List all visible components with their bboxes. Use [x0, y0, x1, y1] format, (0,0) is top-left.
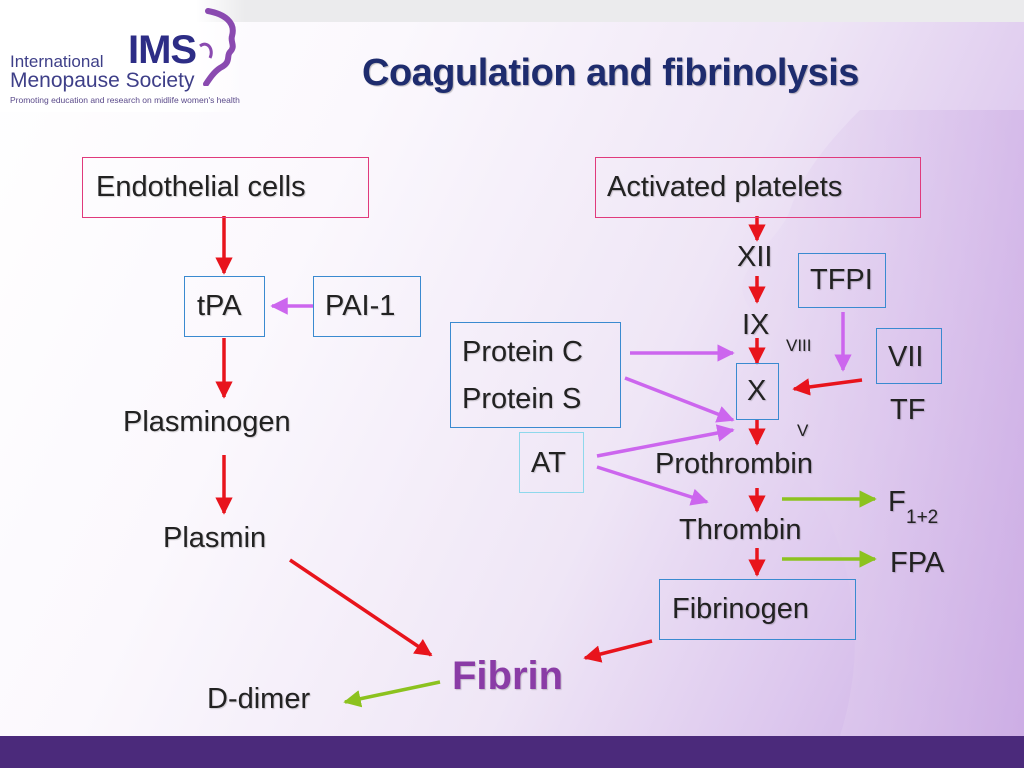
label-f-subscript: 1+2 [906, 507, 939, 528]
label-at: AT [531, 447, 566, 479]
label-ix: IX [742, 309, 770, 341]
x-box [736, 363, 779, 420]
arrow-fibrin-to-ddimer [343, 680, 441, 708]
logo-org-line1: International [10, 52, 104, 71]
at-box [519, 432, 584, 493]
endothelial-cells-box [82, 157, 369, 218]
pai1-box [313, 276, 421, 337]
label-tf: TF [890, 394, 926, 426]
fibrinogen-box [659, 579, 856, 640]
label-plasmin: Plasmin [163, 522, 267, 554]
arrow-fibrinogen-to-fibrin [583, 639, 653, 663]
label-plasminogen: Plasminogen [123, 406, 291, 438]
logo-backdrop [0, 0, 245, 112]
vii-box [876, 328, 942, 384]
logo-tagline: Promoting education and research on midl… [10, 95, 240, 105]
label-tfpi: TFPI [810, 264, 873, 296]
label-fibrin: Fibrin [452, 654, 564, 698]
label-viii: VIII [786, 336, 812, 355]
label-x: X [747, 375, 767, 407]
logo-profile-icon [199, 8, 236, 86]
logo-org-line2: Menopause Society [10, 69, 195, 92]
tfpi-box [798, 253, 886, 308]
logo-acronym: IMS [128, 28, 197, 72]
label-activated-platelets: Activated platelets [607, 171, 843, 203]
slide-title: Coagulation and fibrinolysis [362, 52, 859, 94]
label-pai1: PAI-1 [325, 290, 396, 322]
arrow-vii-to-x [792, 378, 863, 396]
label-fibrinogen: Fibrinogen [672, 593, 810, 625]
label-prothrombin: Prothrombin [655, 448, 813, 480]
activated-platelets-box [595, 157, 921, 218]
label-thrombin: Thrombin [679, 514, 802, 546]
label-vii: VII [888, 341, 924, 373]
label-xii: XII [737, 241, 773, 273]
arrow-at-to-prothrombin [596, 465, 709, 506]
label-protein-c: Protein C [462, 336, 583, 368]
tpa-box [184, 276, 265, 337]
label-d-dimer: D-dimer [207, 683, 311, 715]
arrow-proteins-to-x [624, 376, 735, 423]
label-fpa: FPA [890, 547, 945, 579]
protein-cs-box [450, 322, 621, 428]
label-v: V [797, 421, 809, 440]
label-endothelial-cells: Endothelial cells [96, 171, 306, 203]
arrow-plasmin-to-fibrin [289, 558, 433, 657]
top-bar [0, 0, 1024, 22]
footer-bar [0, 736, 1024, 768]
label-f: F [888, 486, 906, 518]
label-tpa: tPA [197, 290, 242, 322]
label-protein-s: Protein S [462, 383, 582, 415]
arrow-at-to-x [596, 424, 735, 458]
